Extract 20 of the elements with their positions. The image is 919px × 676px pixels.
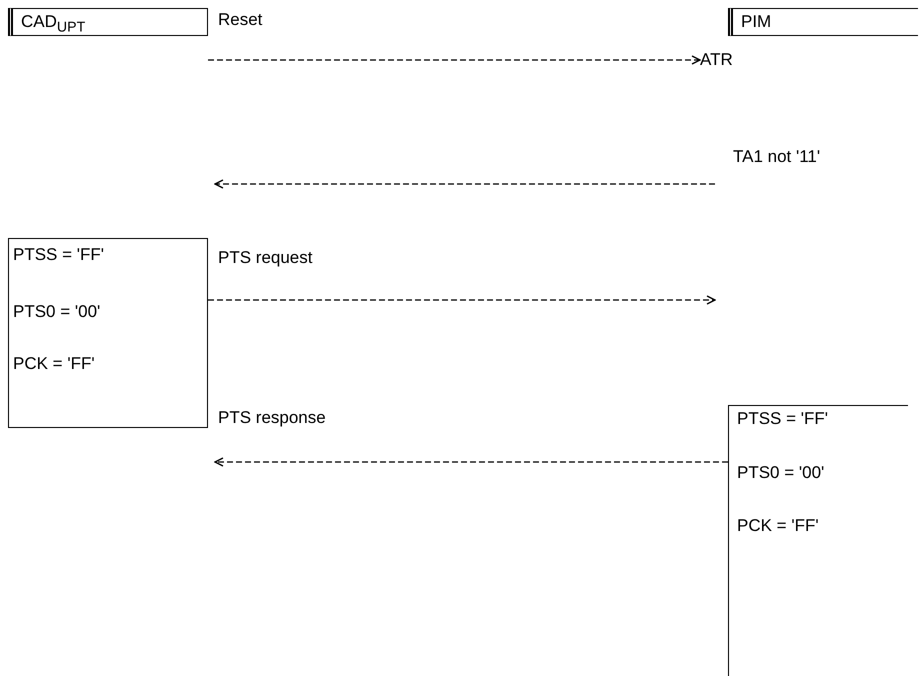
participant-name: CAD$_{UPT}$	[21, 12, 86, 38]
participant-name: PIM	[741, 12, 772, 32]
parameter-text: PCK = 'FF'	[737, 516, 819, 536]
parameter-box	[728, 405, 908, 676]
parameter-box	[8, 238, 208, 428]
parameter-text: PTSS = 'FF'	[13, 245, 104, 265]
message-label: TA1 not '11'	[733, 147, 820, 167]
message-label: ATR	[700, 50, 733, 70]
message-arrow	[214, 457, 728, 467]
parameter-text: PTSS = 'FF'	[737, 409, 828, 429]
participant-box	[728, 8, 918, 36]
participant-box	[8, 8, 208, 36]
edge-label: PTS request	[218, 248, 312, 268]
parameter-text: PTS0 = '00'	[13, 302, 100, 322]
message-arrow	[208, 295, 716, 305]
message-arrow	[208, 55, 701, 65]
parameter-text: PCK = 'FF'	[13, 354, 95, 374]
parameter-text: PTS0 = '00'	[737, 463, 824, 483]
message-arrow	[214, 179, 715, 189]
edge-label: PTS response	[218, 408, 326, 428]
